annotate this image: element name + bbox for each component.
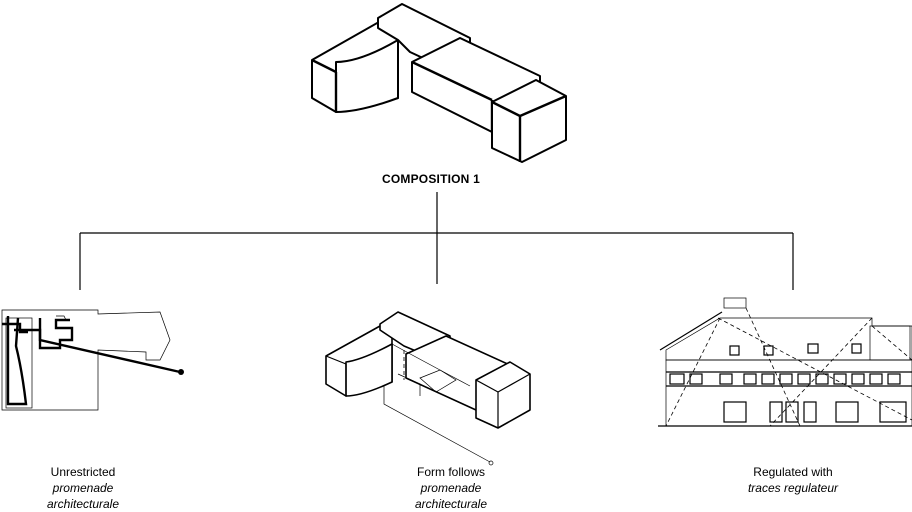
caption-unrestricted-line2: promenade (52, 481, 114, 495)
caption-regulated-line2: traces regulateur (747, 481, 839, 495)
caption-form-follows: Form follows promenade architecturale (376, 464, 526, 512)
caption-form-follows-line3: architecturale (414, 497, 488, 511)
caption-unrestricted-line1: Unrestricted (50, 465, 116, 479)
caption-form-follows-line2: promenade (420, 481, 482, 495)
caption-unrestricted-line3: architecturale (46, 497, 120, 511)
caption-unrestricted: Unrestricted promenade architecturale (8, 464, 158, 512)
caption-form-follows-line1: Form follows (416, 465, 485, 479)
caption-regulated-line1: Regulated with (753, 465, 833, 479)
caption-regulated: Regulated with traces regulateur (718, 464, 868, 496)
composition-title: COMPOSITION 1 (382, 172, 480, 186)
